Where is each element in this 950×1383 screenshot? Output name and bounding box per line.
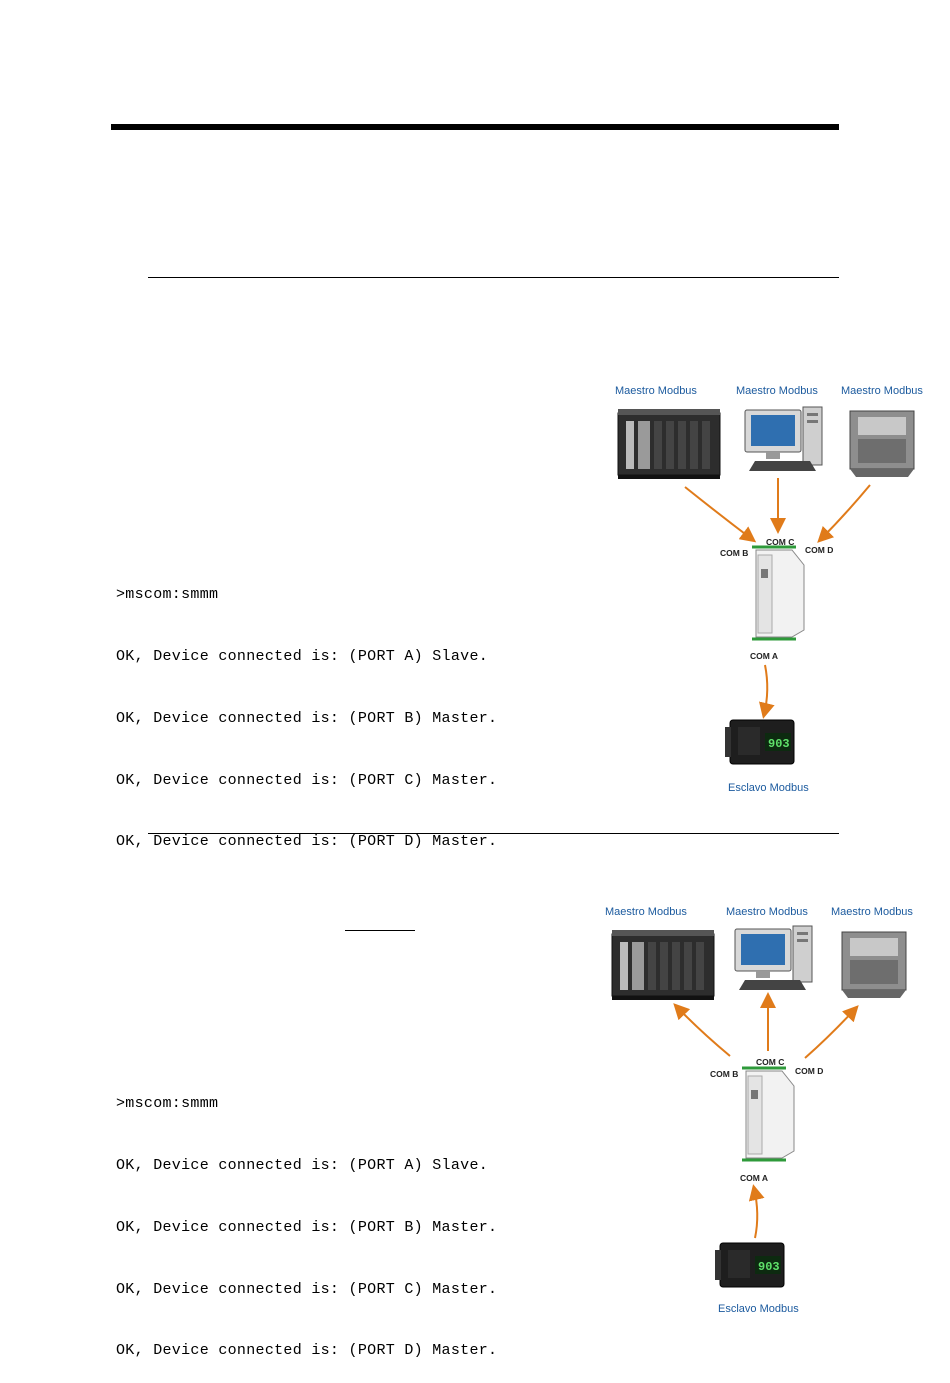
master-label: Maestro Modbus bbox=[605, 906, 687, 918]
header-rule bbox=[111, 124, 839, 130]
port-label: COM D bbox=[795, 1066, 823, 1076]
console-output-2: >mscom:smmm OK, Device connected is: (PO… bbox=[116, 1053, 497, 1383]
port-label: COM B bbox=[710, 1069, 738, 1079]
underline-mark bbox=[345, 930, 415, 931]
slave-label: Esclavo Modbus bbox=[718, 1303, 799, 1315]
arrow-com-d bbox=[817, 484, 871, 543]
console-line: OK, Device connected is: (PORT D) Master… bbox=[116, 1342, 498, 1360]
master-label: Maestro Modbus bbox=[736, 385, 818, 397]
plc-rack-icon bbox=[617, 409, 721, 479]
arrow-com-a bbox=[759, 664, 775, 719]
port-label: COM A bbox=[750, 651, 778, 661]
modbus-diagram-1: Maestro Modbus Maestro Modbus Maestro Mo… bbox=[600, 375, 935, 805]
section-divider-1 bbox=[148, 277, 839, 278]
gateway-device-icon bbox=[742, 1066, 795, 1162]
console-output-1: >mscom:smmm OK, Device connected is: (PO… bbox=[116, 544, 497, 874]
plc-rack-icon bbox=[611, 930, 715, 1000]
computer-icon bbox=[744, 406, 823, 471]
modbus-diagram-2: Maestro Modbus Maestro Modbus Maestro Mo… bbox=[590, 896, 925, 1326]
port-label: COM C bbox=[756, 1057, 784, 1067]
arrow-com-b bbox=[673, 1003, 731, 1057]
master-label: Maestro Modbus bbox=[831, 906, 913, 918]
console-line: >mscom:smmm bbox=[116, 586, 219, 604]
port-label: COM D bbox=[805, 545, 833, 555]
console-line: OK, Device connected is: (PORT B) Master… bbox=[116, 1218, 498, 1236]
master-label: Maestro Modbus bbox=[615, 385, 697, 397]
panel-meter-icon: 903 bbox=[725, 719, 795, 765]
panel-meter-icon: 903 bbox=[715, 1242, 785, 1288]
slave-label: Esclavo Modbus bbox=[728, 782, 809, 794]
console-line: OK, Device connected is: (PORT C) Master… bbox=[116, 1280, 498, 1298]
arrow-com-d bbox=[804, 1005, 859, 1059]
console-line: OK, Device connected is: (PORT B) Master… bbox=[116, 709, 498, 727]
port-label: COM B bbox=[720, 548, 748, 558]
gateway-device-icon bbox=[752, 545, 805, 641]
computer-icon bbox=[734, 925, 813, 990]
section-divider-2 bbox=[148, 833, 839, 834]
console-line: OK, Device connected is: (PORT D) Master… bbox=[116, 833, 498, 851]
console-line: OK, Device connected is: (PORT A) Slave. bbox=[116, 1156, 489, 1174]
port-label: COM A bbox=[740, 1173, 768, 1183]
master-label: Maestro Modbus bbox=[841, 385, 923, 397]
console-line: >mscom:smmm bbox=[116, 1095, 219, 1113]
port-label: COM C bbox=[766, 537, 794, 547]
meter-display: 903 bbox=[768, 737, 790, 751]
console-line: OK, Device connected is: (PORT A) Slave. bbox=[116, 647, 489, 665]
meter-display: 903 bbox=[758, 1260, 780, 1274]
hmi-terminal-icon bbox=[841, 931, 907, 998]
hmi-terminal-icon bbox=[849, 410, 915, 477]
master-label: Maestro Modbus bbox=[726, 906, 808, 918]
arrow-com-b bbox=[684, 486, 757, 543]
console-line: OK, Device connected is: (PORT C) Master… bbox=[116, 771, 498, 789]
arrow-com-a bbox=[748, 1184, 765, 1239]
